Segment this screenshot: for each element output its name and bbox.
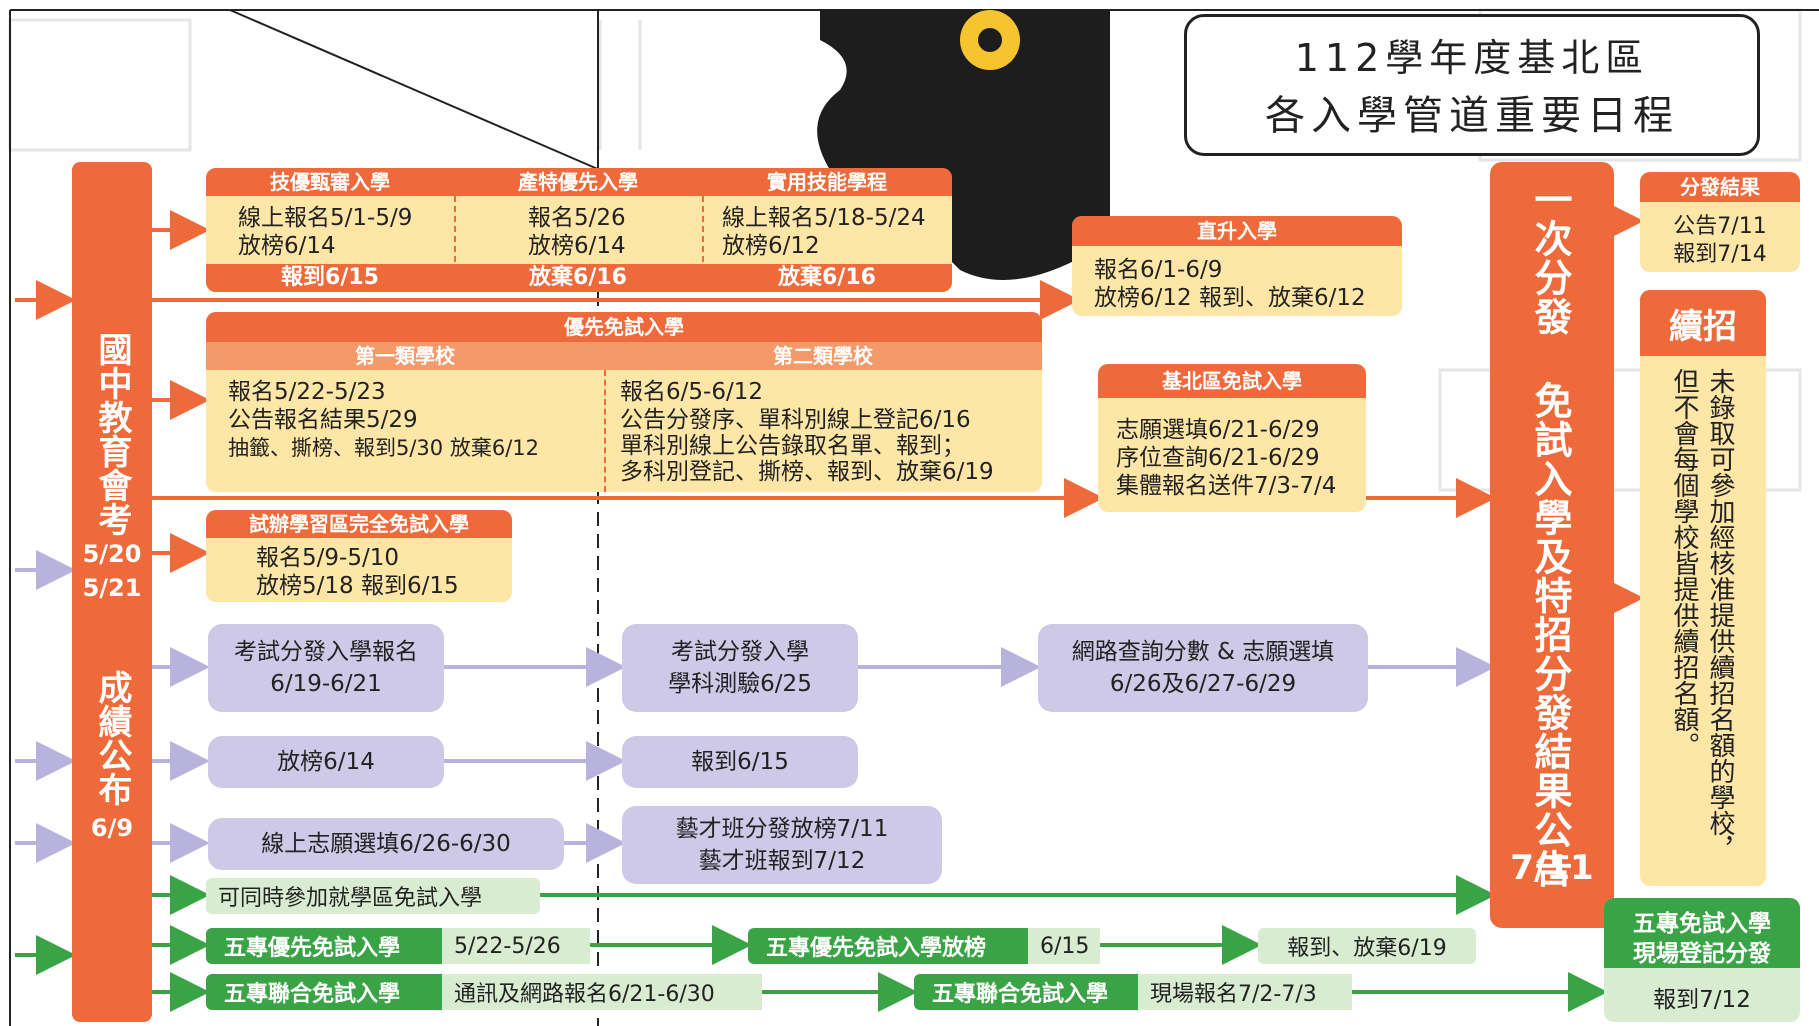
skill-foot-2: 放棄6/16 [454,264,702,292]
distribution-result-line2: 報到7/14 [1673,242,1767,267]
priority-col1-line1: 報名5/22-5/23 [228,379,386,405]
pilot-head: 試辦學習區完全免試入學 [206,510,512,538]
five-year-onsite-head-1: 五專免試入學 [1633,911,1771,937]
region-line2: 序位查詢6/21-6/29 [1116,445,1320,471]
priority-admission-box: 優先免試入學 第一類學校 第二類學校 報名5/22-5/23 公告報名結果5/2… [206,312,1042,492]
five-year-joint-tag: 五專聯合免試入學 [206,974,442,1010]
pilot-line2: 放榜5/18 報到6/15 [256,573,459,599]
skill-col1-line2: 放榜6/14 [238,233,336,259]
art-report-box: 報到6/15 [622,736,858,788]
skill-divider-1 [454,196,456,292]
five-year-priority-date: 5/22-5/26 [442,928,590,964]
exam-registration-date: 6/19-6/21 [270,671,382,697]
priority-subhead-band [206,342,1042,370]
priority-col1-line3: 抽籤、撕榜、報到5/30 放棄6/12 [228,436,539,460]
art-class-line2: 藝才班報到7/12 [698,848,866,874]
five-year-priority-report: 報到、放棄6/19 [1258,928,1476,964]
result-text: 一次分發 免試入學及特招分發結果公告 [1528,180,1572,888]
score-query-title: 網路查詢分數 & 志願選填 [1071,639,1335,665]
gear-hole [978,28,1002,52]
title-line1: 112學年度基北區 [1294,36,1650,80]
priority-col2-line3: 單科別線上公告錄取名單、報到； [620,433,965,459]
direct-admission-box: 直升入學 報名6/1-6/9 放榜6/12 報到、放棄6/12 [1072,216,1402,316]
direct-line1: 報名6/1-6/9 [1094,257,1223,283]
score-date: 6/9 [90,814,134,842]
priority-col2-line2: 公告分發序、單科別線上登記6/16 [620,407,971,433]
five-year-joint-onsite: 現場報名7/2-7/3 [1138,974,1352,1010]
pilot-admission-box: 試辦學習區完全免試入學 報名5/9-5/10 放榜5/18 報到6/15 [206,510,512,602]
five-year-joint-tag-2: 五專聯合免試入學 [914,974,1138,1010]
concurrent-admission-label: 可同時參加就學區免試入學 [206,878,540,914]
skill-col2-line1: 報名5/26 [528,205,626,231]
skill-head-1: 技優甄審入學 [206,168,454,196]
exam-registration-box: 考試分發入學報名 6/19-6/21 [208,624,444,712]
skill-foot-3: 放棄6/16 [702,264,952,292]
direct-line2: 放榜6/12 報到、放棄6/12 [1094,285,1366,311]
exam-date2: 5/21 [82,574,142,602]
result-date: 7/11 [1510,848,1594,888]
pilot-line1: 報名5/9-5/10 [256,545,399,571]
result-bar: 一次分發 免試入學及特招分發結果公告 7/11 [1490,162,1614,928]
skill-col3-line2: 放榜6/12 [722,233,820,259]
five-year-priority-release-date: 6/15 [1028,928,1100,964]
art-class-box: 藝才班分發放榜7/11 藝才班報到7/12 [622,806,942,884]
five-year-onsite-box: 五專免試入學 現場登記分發 報到7/12 [1604,898,1800,1022]
direct-head: 直升入學 [1072,216,1402,246]
score-query-date: 6/26及6/27-6/29 [1109,671,1297,697]
art-class-line1: 藝才班分發放榜7/11 [675,816,889,842]
distribution-result-box: 分發結果 公告7/11 報到7/14 [1640,172,1800,272]
region-admission-box: 基北區免試入學 志願選填6/21-6/29 序位查詢6/21-6/29 集體報名… [1098,364,1366,512]
priority-sub-2: 第二類學校 [773,344,873,368]
skill-col3-line1: 線上報名5/18-5/24 [722,205,926,231]
diagonal-line [229,9,601,171]
exam-bar: 國中教育會考 5/20 5/21 成績公布 6/9 [72,162,152,1022]
exam-test-date: 學科測驗6/25 [668,671,812,697]
title-line2: 各入學管道重要日程 [1265,93,1679,139]
exam-date1: 5/20 [82,540,142,568]
five-year-onsite-body: 報到7/12 [1653,987,1751,1013]
distribution-result-line1: 公告7/11 [1673,214,1767,239]
art-choice-box: 線上志願選填6/26-6/30 [208,818,564,870]
supplementary-head: 續招 [1640,290,1766,356]
priority-divider [604,370,606,492]
five-year-onsite-head-band [1604,898,1800,968]
priority-sub-1: 第一類學校 [355,344,455,368]
skill-col1-line1: 線上報名5/1-5/9 [238,205,413,231]
region-line1: 志願選填6/21-6/29 [1116,417,1320,443]
region-line3: 集體報名送件7/3-7/4 [1116,473,1337,499]
supplementary-text: 未錄取可參加經核准提供續招名額的學校，但不會每個學校皆提供續招名額。 [1669,368,1735,862]
skill-foot-1: 報到6/15 [206,264,454,292]
five-year-joint-online: 通訊及網路報名6/21-6/30 [442,974,762,1010]
region-head: 基北區免試入學 [1098,364,1366,398]
skill-head-3: 實用技能學程 [702,168,952,196]
score-query-box: 網路查詢分數 & 志願選填 6/26及6/27-6/29 [1038,624,1368,712]
skill-head-2: 產特優先入學 [454,168,702,196]
skill-divider-2 [702,196,704,292]
five-year-priority-release-tag: 五專優先免試入學放榜 [748,928,1028,964]
exam-test-title: 考試分發入學 [671,639,809,665]
score-label: 成績公布 [92,670,132,806]
priority-col2-line4: 多科別登記、撕榜、報到、放棄6/19 [620,459,994,485]
priority-col1-line2: 公告報名結果5/29 [228,407,418,433]
priority-col2-line1: 報名6/5-6/12 [620,379,763,405]
exam-test-box: 考試分發入學 學科測驗6/25 [622,624,858,712]
supplementary-box: 續招 未錄取可參加經核准提供續招名額的學校，但不會每個學校皆提供續招名額。 [1640,290,1766,886]
five-year-onsite-head-2: 現場登記分發 [1633,941,1771,967]
exam-name: 國中教育會考 [92,332,132,536]
skill-col2-line2: 放榜6/14 [528,233,626,259]
distribution-result-head: 分發結果 [1640,172,1800,202]
title-bubble: 112學年度基北區 各入學管道重要日程 [1184,14,1760,156]
priority-head: 優先免試入學 [206,312,1042,342]
five-year-priority-tag: 五專優先免試入學 [206,928,442,964]
exam-registration-title: 考試分發入學報名 [234,639,418,665]
art-release-box: 放榜6/14 [208,736,444,788]
figure-silhouette [817,10,1110,280]
skill-admission-box: 技優甄審入學 產特優先入學 實用技能學程 線上報名5/1-5/9 放榜6/14 … [206,168,952,292]
